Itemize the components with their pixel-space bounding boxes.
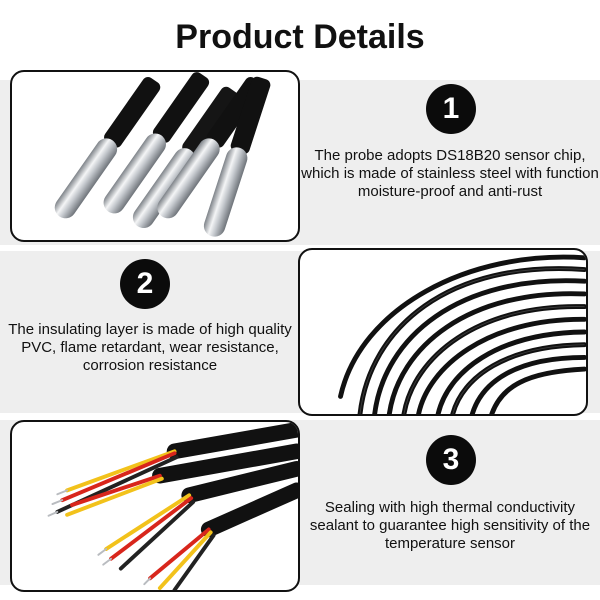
page-title: Product Details bbox=[175, 18, 425, 56]
stripped-wires-illustration bbox=[47, 422, 298, 590]
feature-number-badge-2: 2 bbox=[120, 259, 170, 309]
feature-description-2: The insulating layer is made of high qua… bbox=[8, 321, 292, 374]
feature-number-badge-3: 3 bbox=[426, 435, 476, 485]
steel-probes-illustration bbox=[54, 72, 271, 237]
feature-description-1: The probe adopts DS18B20 sensor chip, wh… bbox=[301, 147, 599, 200]
cable-coil-illustration bbox=[338, 254, 586, 414]
steel-probes-photo bbox=[10, 70, 300, 242]
cable-coil-photo bbox=[298, 248, 588, 416]
feature-description-3: Sealing with high thermal conductivity s… bbox=[309, 499, 591, 552]
stripped-wires-photo bbox=[10, 420, 300, 592]
feature-number-badge-1: 1 bbox=[426, 84, 476, 134]
